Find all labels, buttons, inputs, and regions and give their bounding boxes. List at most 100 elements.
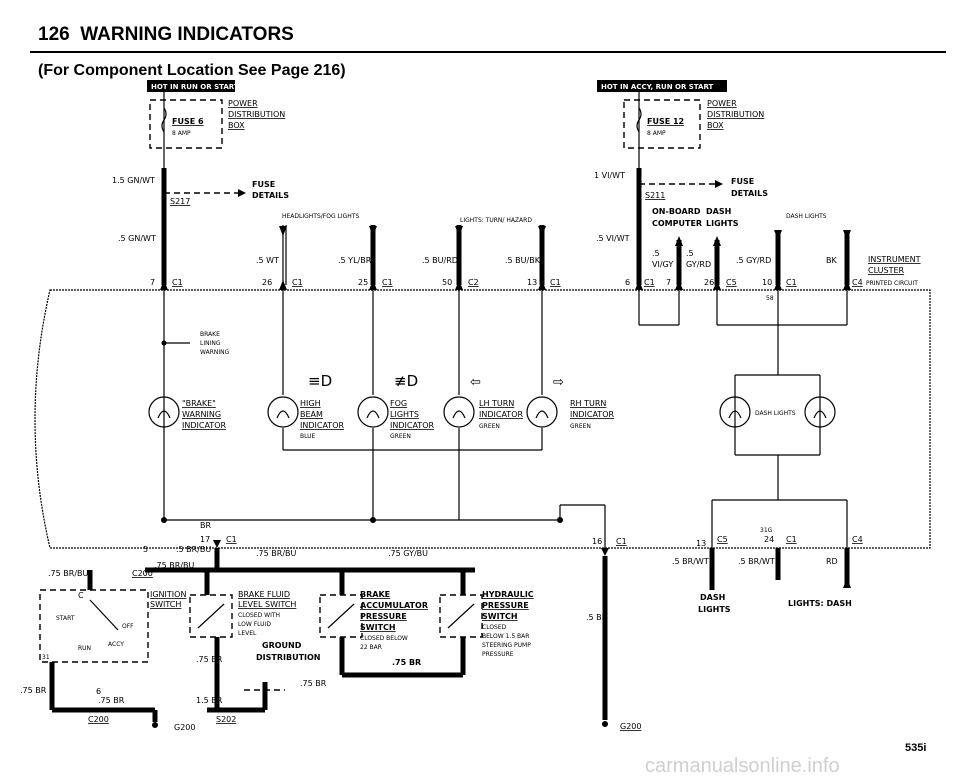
pdb-label-2: DISTRIBUTION	[228, 110, 285, 119]
high-beam-label-3: INDICATOR	[300, 421, 344, 430]
wire-bk: BK	[826, 256, 837, 265]
bulb-fog	[357, 396, 389, 428]
rh-turn-label-3: GREEN	[570, 423, 591, 430]
hot-label-right-bg	[597, 80, 727, 92]
instrument-cluster-outline	[34, 289, 931, 549]
pdb-label-1: POWER	[228, 99, 258, 108]
hot-label-left: HOT IN RUN OR START	[151, 83, 239, 91]
header-rule	[30, 51, 946, 53]
fuse-box-left	[149, 99, 223, 149]
wire-75-brbu: .75 BR/BU	[154, 561, 194, 570]
pdb-label-r1: POWER	[707, 99, 737, 108]
wire-5-brbu: .5 BR/BU	[176, 545, 211, 554]
bulb-rh-turn	[526, 396, 558, 428]
group-turn-hazard: LIGHTS: TURN/ HAZARD	[460, 217, 532, 224]
ignition-pin-31: 31	[42, 654, 50, 661]
wire-br: BR	[200, 521, 211, 530]
wire-rd: RD	[826, 557, 838, 566]
hyd-label-7: PRESSURE	[482, 651, 514, 658]
svg-text:C1: C1	[172, 278, 183, 287]
pdb-label-r3: BOX	[707, 121, 724, 130]
ignition-start: START	[56, 615, 75, 622]
fog-label-2: LIGHTS	[390, 410, 419, 419]
group-onboard-2: COMPUTER	[652, 219, 702, 228]
conn-16: 16	[592, 537, 602, 546]
page-number: 126	[38, 24, 70, 45]
wire-75-br-2: .75 BR	[98, 696, 125, 705]
input-wires	[279, 225, 851, 285]
conn-6: 6	[96, 687, 101, 696]
conn-c4-bottom: C4	[852, 535, 863, 544]
conn-13: 13	[696, 539, 706, 548]
bfl-label-2: LEVEL SWITCH	[238, 600, 296, 609]
svg-text:C1: C1	[644, 278, 655, 287]
bap-label-6: 22 BAR	[360, 644, 382, 651]
svg-text:C1: C1	[382, 278, 393, 287]
fuse-12-symbol	[636, 107, 642, 133]
splice-s202: S202	[216, 715, 236, 724]
group-dash-lights: DASH LIGHTS	[786, 213, 827, 220]
fog-light-icon: ≢D	[394, 372, 418, 390]
wire-5-br: .5 BR	[586, 613, 608, 622]
ignition-off: OFF	[122, 623, 134, 630]
bulb-dash-2	[804, 396, 836, 428]
bfl-label-4: LOW FLUID	[238, 621, 271, 628]
svg-text:PRINTED CIRCUIT: PRINTED CIRCUIT	[866, 280, 918, 287]
watermark: carmanualsonline.info	[645, 755, 840, 777]
splice-s211: S211	[645, 191, 665, 200]
brake-indicator-label-3: INDICATOR	[182, 421, 226, 430]
fuse-12-amp: 8 AMP	[647, 130, 666, 137]
hyd-label-5: BELOW 1.5 BAR	[482, 633, 529, 640]
brake-indicator-label-1: "BRAKE"	[182, 399, 216, 408]
dash-lights-bulb-2: LIGHTS	[698, 605, 731, 614]
rh-turn-label-2: INDICATOR	[570, 410, 614, 419]
svg-text:7: 7	[150, 278, 155, 287]
conn-24-c1: C1	[786, 535, 797, 544]
wire-75-br-3: .75 BR	[196, 655, 223, 664]
hyd-label-4: CLOSED	[482, 624, 507, 631]
conn-c200-b: C200	[88, 715, 109, 724]
wire-5-brwt: .5 BR/WT	[672, 557, 709, 566]
turn-left-arrow-icon: ⇦	[470, 375, 481, 390]
page-title: 126 WARNING INDICATORS	[38, 24, 294, 46]
junction-1	[370, 517, 376, 523]
conn-31g: 31G	[760, 527, 773, 534]
brake-lining-label-1: BRAKE	[200, 331, 220, 338]
ignition-label-1: IGNITION	[150, 590, 186, 599]
wire-5-gnwt: .5 GN/WT	[118, 234, 156, 243]
svg-text:C1: C1	[292, 278, 303, 287]
bap-label-4: SWITCH	[360, 623, 396, 632]
svg-text:C4: C4	[852, 278, 863, 287]
wire-5b: .5	[686, 249, 694, 258]
hyd-label-1: HYDRAULIC	[482, 590, 534, 599]
dash-lights-bulb-1: DASH	[700, 593, 725, 602]
hyd-label-2: PRESSURE	[482, 601, 529, 610]
svg-text:6: 6	[625, 278, 630, 287]
wire-75-br-5: .75 BR	[392, 658, 421, 667]
brake-indicator-label-2: WARNING	[182, 410, 221, 419]
group-dash-1: DASH	[706, 207, 731, 216]
bap-label-5: CLOSED BELOW	[360, 635, 408, 642]
lh-turn-label-2: INDICATOR	[479, 410, 523, 419]
svg-text:C5: C5	[726, 278, 737, 287]
wire-5-gyrd: .5 GY/RD	[736, 256, 771, 265]
svg-text:C2: C2	[468, 278, 479, 287]
ground-icon-b	[602, 721, 608, 727]
bulb-dash-1	[719, 396, 751, 428]
section-title: WARNING INDICATORS	[80, 24, 294, 45]
bulb-brake	[148, 396, 180, 428]
wire-75-br-1: .75 BR	[20, 686, 47, 695]
fuse-details-right-1: FUSE	[731, 177, 754, 186]
wire-5-ylbr: .5 YL/BR	[338, 256, 372, 265]
lh-turn-label-1: LH TURN	[479, 399, 514, 408]
group-headlights: HEADLIGHTS/FOG LIGHTS	[282, 213, 359, 220]
svg-text:26: 26	[704, 278, 714, 287]
pdb-label-r2: DISTRIBUTION	[707, 110, 764, 119]
bfl-label-5: LEVEL	[238, 630, 257, 637]
fuse-12-label: FUSE 12	[647, 117, 684, 126]
group-dash-2: LIGHTS	[706, 219, 739, 228]
ground-dist-1: GROUND	[262, 641, 302, 650]
fuse-6-amp: 8 AMP	[172, 130, 191, 137]
wire-vigy: VI/GY	[652, 260, 673, 269]
wire-5-brwt-2: .5 BR/WT	[738, 557, 775, 566]
